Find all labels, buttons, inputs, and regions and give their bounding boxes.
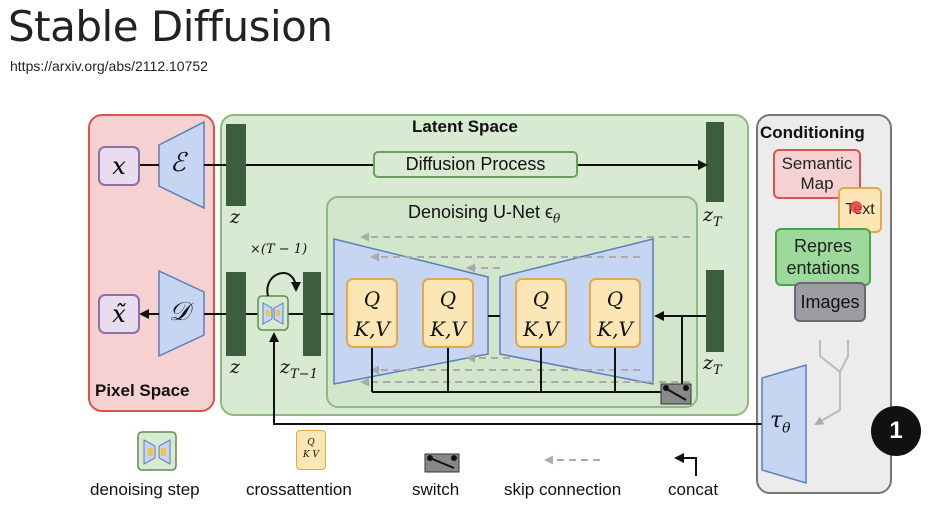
output-x-tilde-label: x̃ [112,300,126,328]
representations-box: Repres entations [775,228,871,286]
zT-block-top [706,122,724,202]
pixel-space-label: Pixel Space [95,381,190,400]
legend-switch: switch [412,480,460,499]
zT-label-bottom: zT [703,352,722,378]
diffusion-process-box: Diffusion Process [373,151,578,178]
tau-theta-label: τθ [770,408,791,437]
legend-switch-icon [424,453,460,473]
diffusion-process-label: Diffusion Process [405,154,546,174]
step-number-badge: 1 [871,406,921,456]
conditioning-label: Conditioning [760,123,865,142]
legend-denoising-icon [137,431,177,471]
legend-crossattention: crossattention [246,480,352,499]
legend-denoising-step: denoising step [90,480,200,499]
zt-minus-1-block [303,272,321,356]
decoder-trapezoid [158,269,205,358]
skip-connections [360,232,690,387]
legend-concat-arrow [674,453,697,476]
input-x-box: x [98,146,140,186]
decoder-symbol: 𝒟 [169,297,190,327]
z-label-top: z [230,206,241,228]
z-block-top [226,124,246,206]
paper-url[interactable]: https://arxiv.org/abs/2112.10752 [10,58,208,74]
latent-space-label: Latent Space [412,117,518,136]
output-x-tilde-box: x̃ [98,294,140,334]
zT-minus-1-label: zT−1 [280,356,318,382]
unet-label: Denoising U-Net ϵθ [408,202,561,226]
images-box: Images [794,282,866,322]
slide-title: Stable Diffusion [8,2,333,51]
legend-concat: concat [668,480,719,499]
z-label-bottom: z [230,356,241,378]
legend-skip-connection: skip connection [504,480,622,499]
zT-label-top: zT [703,204,722,230]
cursor-dot [850,201,862,213]
semantic-map-box: Semantic Map [773,149,861,199]
switch-icon [660,383,692,405]
input-x-label: x [112,152,126,180]
z-block-bottom [226,272,246,356]
encoder-symbol: ℰ [170,148,186,178]
tau-trapezoid [761,363,807,485]
zT-block-bottom [706,270,724,352]
encoder-trapezoid [158,120,205,210]
repeat-label: ×(T − 1) [250,242,308,257]
